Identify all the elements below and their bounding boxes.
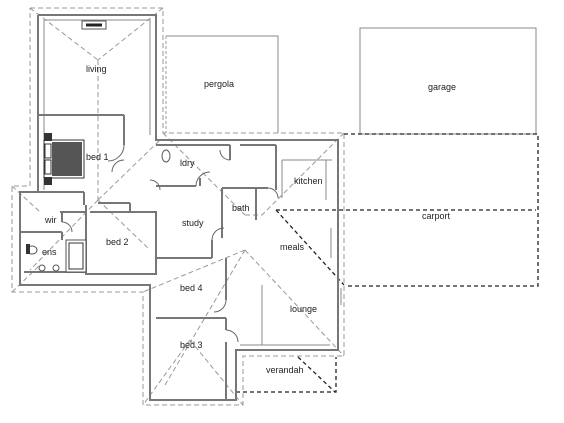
label-kitchen: kitchen bbox=[294, 176, 323, 186]
bed-icon bbox=[43, 133, 85, 185]
fixtures bbox=[26, 20, 171, 273]
roof-outline bbox=[11, 7, 345, 406]
label-bed-4: bed 4 bbox=[180, 283, 203, 293]
label-lounge: lounge bbox=[290, 304, 317, 314]
label-carport: carport bbox=[422, 211, 451, 221]
label-bed-1: bed 1 bbox=[86, 152, 109, 162]
label-bed-2: bed 2 bbox=[106, 237, 129, 247]
label-bath: bath bbox=[232, 203, 250, 213]
label-meals: meals bbox=[280, 242, 305, 252]
room-labels: living pergola garage ldry kitchen bed 1… bbox=[42, 64, 456, 375]
garage-area bbox=[359, 27, 537, 135]
label-living: living bbox=[86, 64, 107, 74]
label-garage: garage bbox=[428, 82, 456, 92]
label-study: study bbox=[182, 218, 204, 228]
carport-area bbox=[275, 133, 539, 287]
ensuite-fixtures-icon bbox=[26, 239, 87, 273]
pergola-area bbox=[165, 35, 279, 133]
doors bbox=[61, 144, 279, 343]
label-wir: wir bbox=[44, 215, 57, 225]
label-bed-3: bed 3 bbox=[180, 340, 203, 350]
label-verandah: verandah bbox=[266, 365, 304, 375]
laundry-tub-icon bbox=[161, 149, 171, 163]
label-pergola: pergola bbox=[204, 79, 234, 89]
label-ens: ens bbox=[42, 247, 57, 257]
label-ldry: ldry bbox=[180, 158, 195, 168]
